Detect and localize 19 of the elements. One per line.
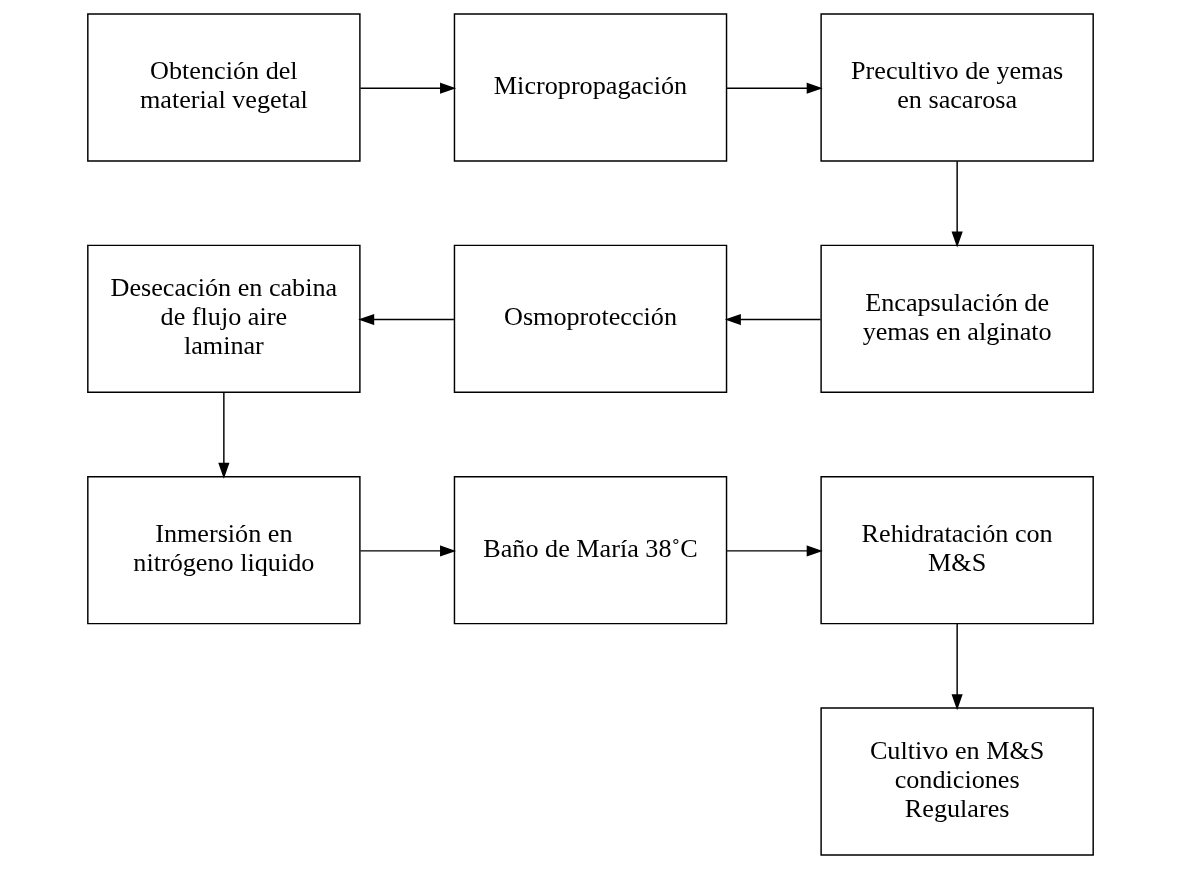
arrow xyxy=(951,623,963,711)
node-box: Micropropagación xyxy=(453,13,727,162)
node-box: Desecación en cabina de flujo aire laminar xyxy=(86,244,361,394)
arrow xyxy=(359,82,456,94)
node-box: Inmersión en nitrógeno liquido xyxy=(86,475,361,625)
arrow xyxy=(725,82,823,94)
node-box: Encapsulación de yemas en alginato xyxy=(819,244,1094,394)
node-box: Cultivo en M&S condiciones Regulares xyxy=(819,707,1094,856)
arrow xyxy=(217,391,229,479)
node-box: Obtención del material vegetal xyxy=(86,13,361,162)
arrow xyxy=(951,160,963,248)
arrow xyxy=(357,313,455,326)
arrow xyxy=(724,313,821,326)
node-box: Baño de María 38˚C xyxy=(453,475,727,625)
arrow xyxy=(725,545,823,557)
arrow xyxy=(359,545,456,557)
node-box: Precultivo de yemas en sacarosa xyxy=(819,13,1094,162)
node-box: Osmoprotección xyxy=(453,244,727,394)
node-box: Rehidratación con M&S xyxy=(819,475,1094,625)
